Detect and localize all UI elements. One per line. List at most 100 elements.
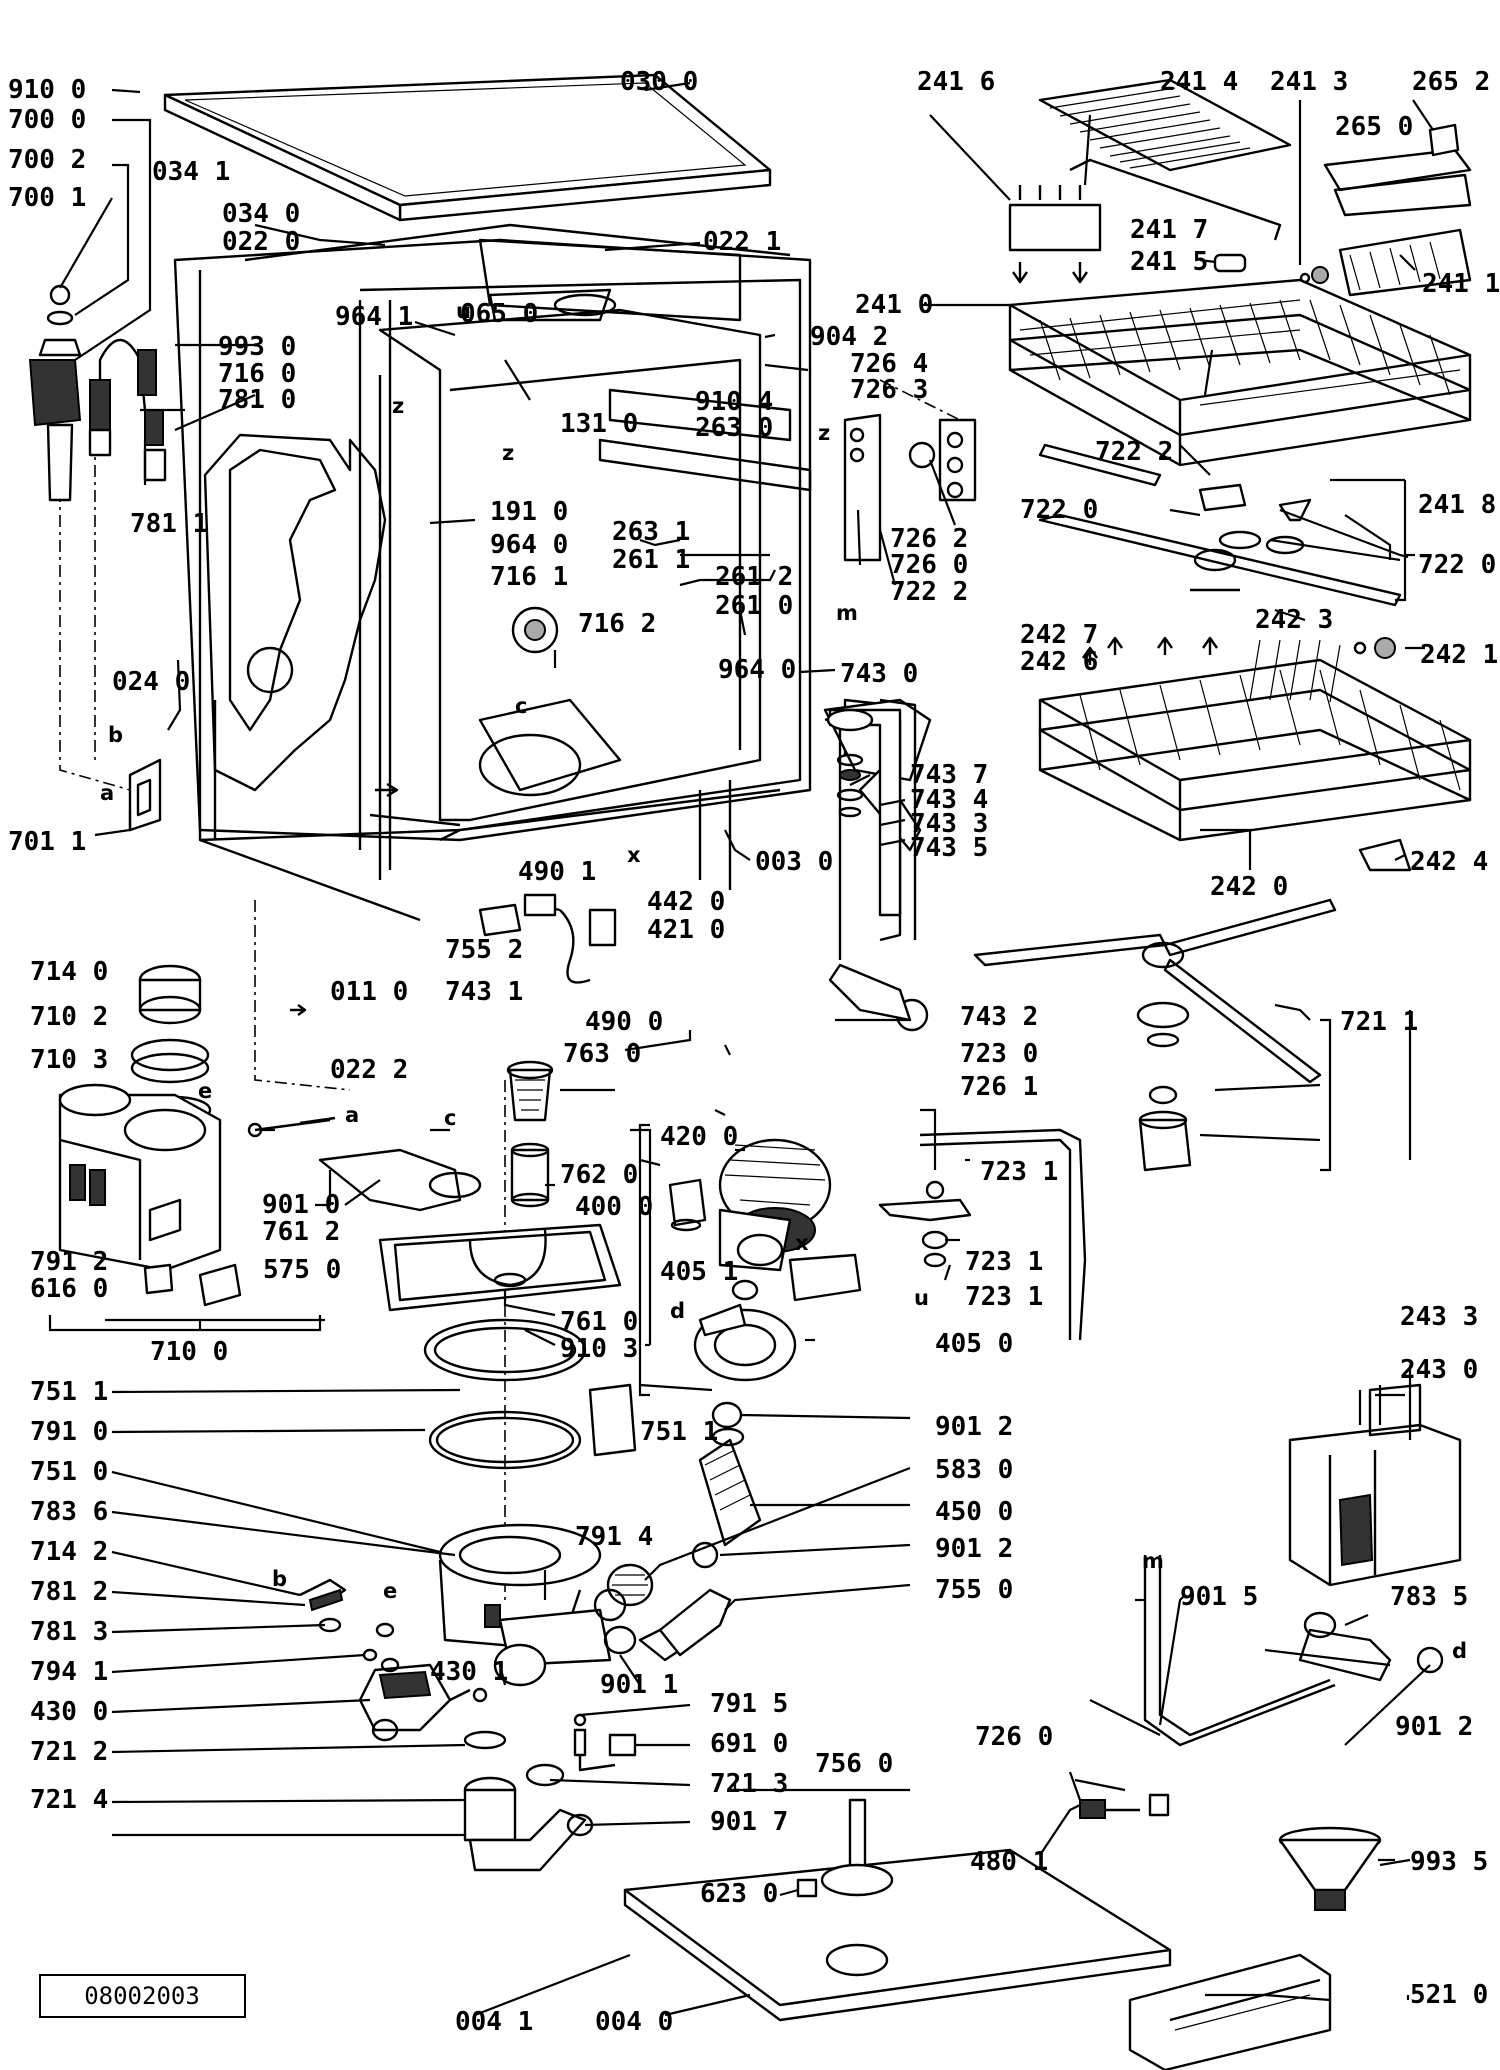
label-743-0: 743 0 [840, 659, 918, 689]
upper-spray-arm [1038, 513, 1402, 607]
label-781-3: 781 3 [30, 1617, 108, 1647]
label-521-0: 521 0 [1410, 1980, 1488, 2010]
label-723-1: 723 1 [980, 1157, 1058, 1187]
hinge-arm-743 [826, 708, 902, 917]
label-241-0: 241 0 [855, 290, 933, 320]
label-131-0: 131 0 [560, 409, 638, 439]
letter-z: z [502, 441, 514, 465]
salt-sensor [198, 1263, 242, 1307]
label-781-1: 781 1 [130, 509, 208, 539]
label-791-4: 791 4 [575, 1522, 653, 1552]
label-691-0: 691 0 [710, 1729, 788, 1759]
softener-tank [58, 1083, 222, 1272]
connecting-hose-755 [638, 1588, 732, 1662]
label-910-4: 910 4 [695, 387, 773, 417]
label-004-0: 004 0 [595, 2007, 673, 2037]
label-242-3: 242 3 [1255, 605, 1333, 635]
label-964-0b: 964 0 [718, 655, 796, 685]
label-964-1: 964 1 [335, 302, 413, 332]
softener-cap [138, 964, 202, 1025]
pump-housing [693, 1303, 797, 1382]
letter-z-2: z [818, 421, 830, 445]
label-450-0: 450 0 [935, 1497, 1013, 1527]
label-243-0: 243 0 [1400, 1355, 1478, 1385]
door-gaskets-743 [836, 753, 864, 818]
label-004-1: 004 1 [455, 2007, 533, 2037]
label-623-0: 623 0 [700, 1879, 778, 1909]
label-722-0: 722 0 [1020, 495, 1098, 525]
label-241-7: 241 7 [1130, 215, 1208, 245]
label-022-2: 022 2 [330, 1055, 408, 1085]
cutlery-shelf [1323, 123, 1472, 297]
label-265-2: 265 2 [1412, 67, 1490, 97]
label-751-0: 751 0 [30, 1457, 108, 1487]
seal-791-4 [593, 1588, 627, 1622]
door-seal-726 [1143, 1555, 1336, 1747]
basket-runner-rod [1069, 158, 1282, 241]
label-726-0: 726 0 [890, 550, 968, 580]
foam-block-623 [796, 1878, 818, 1898]
letter-u-2: u [914, 1286, 929, 1310]
label-003-0: 003 0 [755, 847, 833, 877]
label-722-0b: 722 0 [1418, 550, 1496, 580]
label-743-4: 743 4 [910, 785, 988, 815]
label-022-0: 022 0 [222, 227, 300, 257]
worktop-panel [163, 73, 772, 222]
label-442-0: 442 0 [647, 887, 725, 917]
sump-751-0 [438, 1523, 612, 1687]
label-721-3: 721 3 [710, 1769, 788, 1799]
label-405-1: 405 1 [660, 1257, 738, 1287]
label-700-0: 700 0 [8, 105, 86, 135]
label-743-3: 743 3 [910, 809, 988, 839]
label-783-5: 783 5 [1390, 1582, 1468, 1612]
salt-funnel-993 [1278, 1826, 1382, 1911]
water-inlet-valve [28, 284, 82, 502]
label-700-2: 700 2 [8, 145, 86, 175]
letter-b: b [108, 723, 123, 747]
lower-spray-arm [973, 898, 1337, 1084]
label-490-1: 490 1 [518, 857, 596, 887]
letter-d: d [670, 1299, 685, 1323]
base-plate-004 [623, 1848, 1172, 2022]
letter-m-2: m [1142, 1549, 1164, 1573]
letter-m: m [836, 601, 858, 625]
label-243-3: 243 3 [1400, 1302, 1478, 1332]
label-241-4: 241 4 [1160, 67, 1238, 97]
label-714-0: 714 0 [30, 957, 108, 987]
label-265-0: 265 0 [1335, 112, 1413, 142]
label-242-1: 242 1 [1420, 640, 1498, 670]
label-242-6: 242 6 [1020, 647, 1098, 677]
label-065-0: 065 0 [460, 299, 538, 329]
cup-shelf-rack [1038, 78, 1292, 172]
label-241-3: 241 3 [1270, 67, 1348, 97]
label-791-0: 791 0 [30, 1417, 108, 1447]
group-brackets [48, 478, 1415, 1397]
label-034-1: 034 1 [152, 157, 230, 187]
label-034-0: 034 0 [222, 199, 300, 229]
spray-arm-bearing [1136, 1001, 1192, 1172]
label-726-4: 726 4 [850, 349, 928, 379]
letter-a-2: a [345, 1103, 359, 1127]
clamp-901-1 [603, 1625, 637, 1655]
label-791-2: 791 2 [30, 1247, 108, 1277]
letter-x-2: x [795, 1231, 809, 1255]
label-024-0: 024 0 [112, 667, 190, 697]
door-arm-723 [878, 1128, 1087, 1341]
pump-motor-450 [698, 1427, 762, 1547]
letter-a: a [100, 781, 114, 805]
label-761-0: 761 0 [560, 1307, 638, 1337]
label-723-0: 723 0 [960, 1039, 1038, 1069]
label-910-3: 910 3 [560, 1334, 638, 1364]
door-hinge-726 [843, 413, 977, 562]
hose-bracket [128, 758, 162, 832]
connection-letters: u z z z c c x x a a b b e e d d m m u [100, 299, 1467, 1663]
sump-gasket-791-0 [428, 1410, 582, 1470]
leader-lines [59, 81, 1434, 2017]
label-242-4: 242 4 [1410, 847, 1488, 877]
capacitor [668, 1178, 707, 1232]
pump-bracket-sensor [788, 1253, 862, 1302]
label-261-2: 261 2 [715, 562, 793, 592]
label-716-2: 716 2 [578, 609, 656, 639]
letter-z-3: z [392, 394, 404, 418]
